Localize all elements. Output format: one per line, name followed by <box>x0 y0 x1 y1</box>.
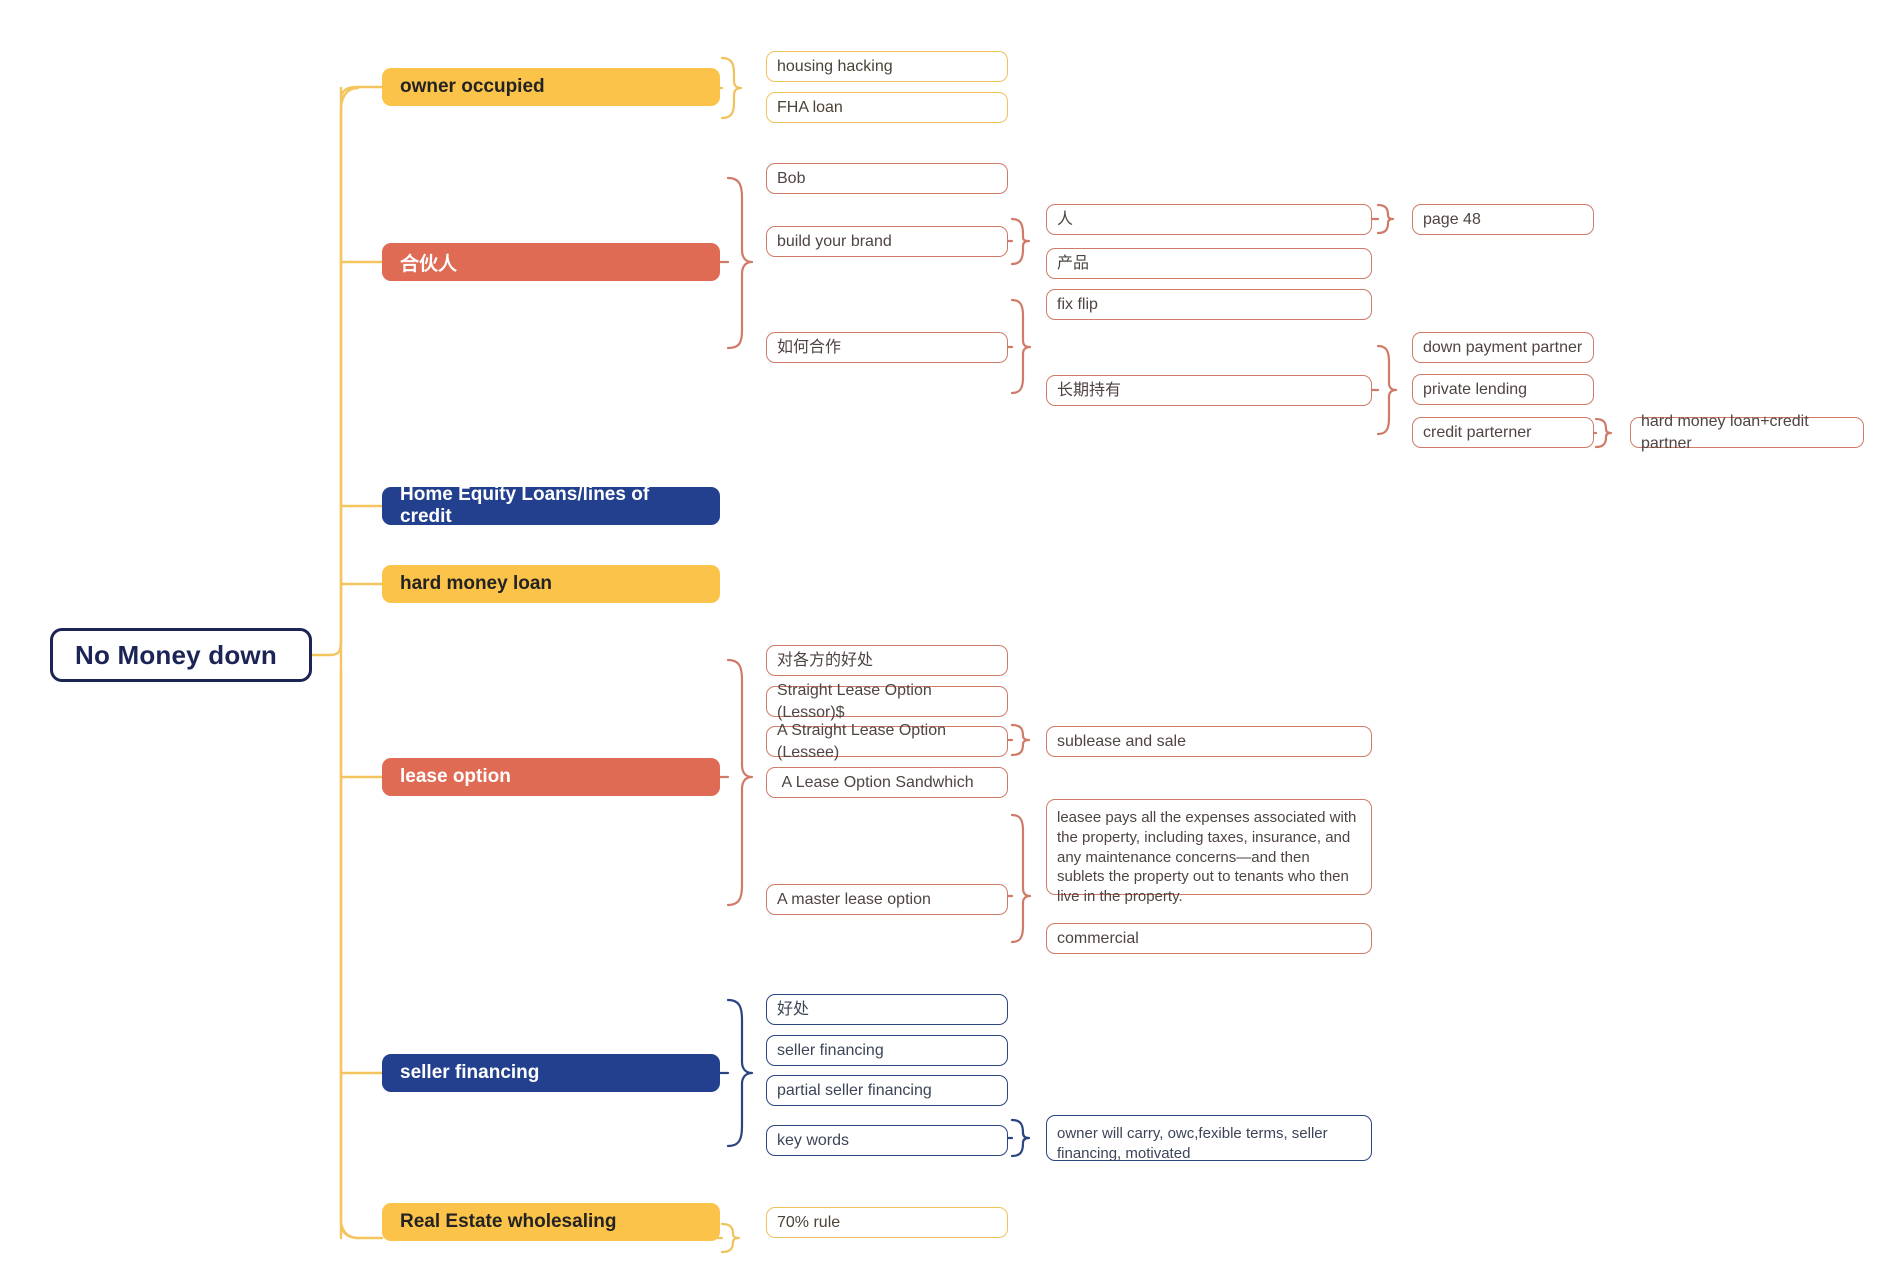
leaf-label: owner will carry, owc,fexible terms, sel… <box>1057 1125 1332 1162</box>
leaf-label: FHA loan <box>777 98 843 116</box>
leaf-build-your-brand[interactable]: build your brand <box>766 226 1008 257</box>
leaf-straight-lease-option-lessor[interactable]: Straight Lease Option (Lessor)$ <box>766 682 1008 721</box>
leaf-partial-seller-financing[interactable]: partial seller financing <box>766 1075 1008 1106</box>
leaf-private-lending[interactable]: private lending <box>1412 374 1594 405</box>
brace-wholesaling <box>720 1222 741 1254</box>
leaf-label: 产品 <box>1057 254 1090 272</box>
leaf-sublease-and-sale[interactable]: sublease and sale <box>1046 726 1372 757</box>
brace-lease-option <box>726 658 754 907</box>
branch-real-estate-wholesaling[interactable]: Real Estate wholesaling <box>382 1203 720 1241</box>
brace-key-words <box>1010 1118 1031 1158</box>
leaf-changqi-chiyou[interactable]: 长期持有 <box>1046 375 1372 406</box>
leaf-ren[interactable]: 人 <box>1046 204 1372 235</box>
branch-lease-option-label: lease option <box>400 766 511 787</box>
brace-ren <box>1376 203 1395 235</box>
leaf-label: key words <box>777 1131 850 1149</box>
brace-seller-financing <box>726 998 754 1148</box>
leaf-label: down payment partner <box>1423 338 1583 356</box>
leaf-label: sublease and sale <box>1057 732 1186 750</box>
brace-lessee <box>1010 723 1031 757</box>
branch-hehuoren-label: 合伙人 <box>400 253 458 275</box>
leaf-label: A Lease Option Sandwhich <box>777 773 974 791</box>
leaf-ruhe-hezuo[interactable]: 如何合作 <box>766 332 1008 363</box>
brace-master-lease <box>1010 813 1032 944</box>
leaf-label: seller financing <box>777 1041 884 1059</box>
leaf-master-lease-option[interactable]: A master lease option <box>766 884 1008 915</box>
leaf-duifangde-haochu[interactable]: 对各方的好处 <box>766 645 1008 676</box>
leaf-label: commercial <box>1057 929 1139 947</box>
leaf-label: credit parterner <box>1423 423 1532 441</box>
leaf-bob[interactable]: Bob <box>766 163 1008 194</box>
leaf-label: A master lease option <box>777 890 931 908</box>
leaf-label: 好处 <box>777 1000 810 1018</box>
leaf-70-percent-rule[interactable]: 70% rule <box>766 1207 1008 1238</box>
leaf-leasee-pays-expenses[interactable]: leasee pays all the expenses associated … <box>1046 799 1372 905</box>
leaf-hard-money-loan-credit-partner[interactable]: hard money loan+credit partner <box>1630 413 1864 452</box>
leaf-label: A Straight Lease Option (Lessee) <box>777 722 951 761</box>
leaf-straight-lease-option-lessee[interactable]: A Straight Lease Option (Lessee) <box>766 722 1008 761</box>
branch-seller-financing[interactable]: seller financing <box>382 1054 720 1092</box>
branch-owner-occupied-label: owner occupied <box>400 76 545 97</box>
brace-credit-parterner <box>1594 417 1613 449</box>
root-label: No Money down <box>75 639 277 670</box>
leaf-seller-financing[interactable]: seller financing <box>766 1035 1008 1066</box>
leaf-key-words[interactable]: key words <box>766 1125 1008 1156</box>
branch-hard-money-label: hard money loan <box>400 573 553 594</box>
root-node[interactable]: No Money down <box>50 628 312 682</box>
leaf-lease-option-sandwhich[interactable]: A Lease Option Sandwhich <box>766 767 1008 798</box>
leaf-chanpin[interactable]: 产品 <box>1046 248 1372 279</box>
leaf-label: housing hacking <box>777 57 893 75</box>
leaf-label: fix flip <box>1057 295 1098 313</box>
brace-ruhehezuo <box>1010 298 1032 395</box>
leaf-label: private lending <box>1423 380 1528 398</box>
leaf-label: build your brand <box>777 232 892 250</box>
leaf-credit-parterner[interactable]: credit parterner <box>1412 417 1594 448</box>
spine-trunk <box>328 86 360 1240</box>
brace-changqichiyou <box>1376 344 1398 436</box>
brace-build-your-brand <box>1010 217 1031 266</box>
branch-hard-money-loan[interactable]: hard money loan <box>382 565 720 603</box>
branch-seller-financing-label: seller financing <box>400 1062 540 1083</box>
leaf-label: 如何合作 <box>777 338 842 356</box>
stub-wholesaling <box>339 1220 384 1240</box>
leaf-label: 70% rule <box>777 1213 841 1231</box>
leaf-owner-will-carry[interactable]: owner will carry, owc,fexible terms, sel… <box>1046 1115 1372 1162</box>
branch-home-equity-loans[interactable]: Home Equity Loans/lines of credit <box>382 484 720 527</box>
leaf-haochu[interactable]: 好处 <box>766 994 1008 1025</box>
leaf-label: 对各方的好处 <box>777 651 874 669</box>
leaf-fix-flip[interactable]: fix flip <box>1046 289 1372 320</box>
branch-home-equity-label: Home Equity Loans/lines of credit <box>400 484 655 527</box>
leaf-label: partial seller financing <box>777 1081 932 1099</box>
leaf-fha-loan[interactable]: FHA loan <box>766 92 1008 123</box>
leaf-label: Straight Lease Option (Lessor)$ <box>777 682 937 721</box>
leaf-down-payment-partner[interactable]: down payment partner <box>1412 332 1594 363</box>
leaf-label: page 48 <box>1423 210 1481 228</box>
leaf-label: leasee pays all the expenses associated … <box>1057 809 1361 906</box>
brace-hehuoren <box>726 176 754 350</box>
leaf-label: Bob <box>777 169 806 187</box>
leaf-label: 人 <box>1057 210 1074 228</box>
leaf-page-48[interactable]: page 48 <box>1412 204 1594 235</box>
leaf-commercial[interactable]: commercial <box>1046 923 1372 954</box>
leaf-housing-hacking[interactable]: housing hacking <box>766 51 1008 82</box>
branch-hehuoren[interactable]: 合伙人 <box>382 243 720 281</box>
leaf-label: hard money loan+credit partner <box>1641 413 1814 452</box>
stub-owner-occupied <box>339 85 384 102</box>
leaf-label: 长期持有 <box>1057 381 1122 399</box>
branch-lease-option[interactable]: lease option <box>382 758 720 796</box>
branch-owner-occupied[interactable]: owner occupied <box>382 68 720 106</box>
brace-owner-occupied <box>720 56 743 120</box>
branch-wholesaling-label: Real Estate wholesaling <box>400 1211 617 1232</box>
